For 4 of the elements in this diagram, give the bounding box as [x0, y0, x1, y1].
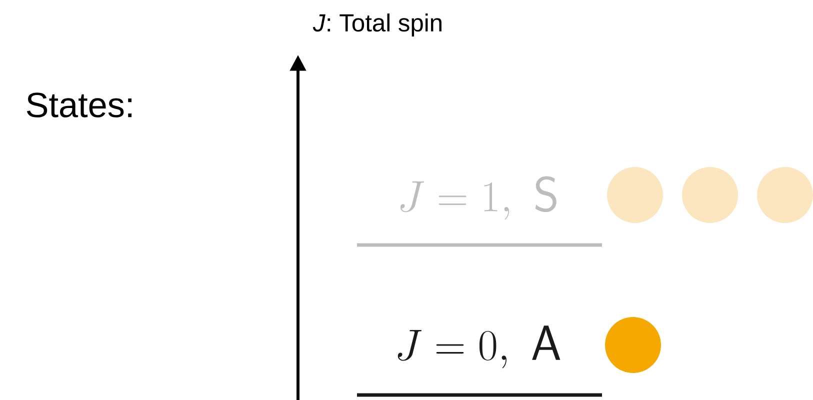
level-label: $J = 1,\ \mathsf{S}$: [400, 176, 556, 220]
heading: States:: [26, 92, 132, 118]
level-label: $J = 0,\ \mathsf{A}$: [398, 326, 560, 368]
axis-label: J: Total spin: [312, 14, 442, 36]
